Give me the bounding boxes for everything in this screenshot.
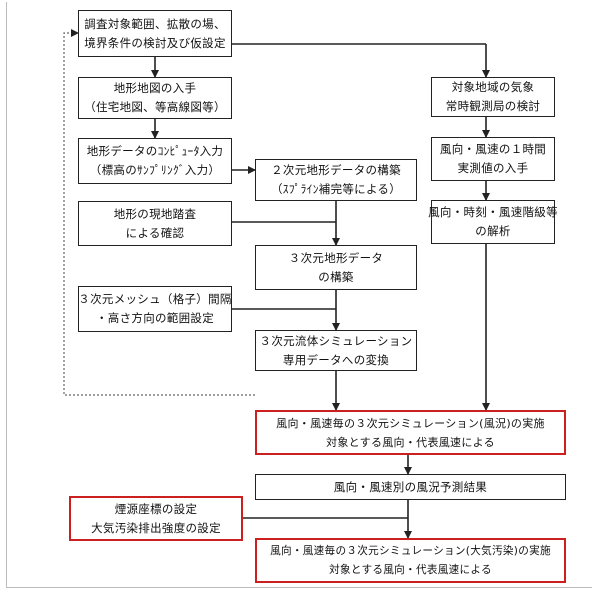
field-survey-box: 地形の現地踏査 による確認 <box>78 201 232 246</box>
wind-analysis-line-1: 風向・時刻・風速階級等 <box>428 205 558 219</box>
sim-wind-box: 風向・風速毎の３次元シミュレーション(風況)の実施 対象とする風向・代表風速によ… <box>255 410 566 455</box>
mesh-setting-box: ３次元メッシュ（格子）間隔 ・高さ方向の範囲設定 <box>78 286 232 332</box>
mesh-setting-line-2: ・高さ方向の範囲設定 <box>96 311 214 325</box>
topo-2d-box: ２次元地形データの構築 （ｽﾌﾟﾗｲﾝ補完等による） <box>255 159 417 201</box>
source-setting-box: 煙源座標の設定 大気汚染排出強度の設定 <box>69 496 243 541</box>
topo-2d-line-1: ２次元地形データの構築 <box>271 163 401 177</box>
weather-station-line-1: 対象地域の気象 <box>451 80 535 94</box>
sim-pollution-line-1: 風向・風速毎の３次元シミュレーション(大気汚染)の実施 <box>270 544 551 557</box>
diagram-frame <box>6 2 592 588</box>
feedback-loop-line <box>63 29 255 396</box>
sim-wind-line-1: 風向・風速毎の３次元シミュレーション(風況)の実施 <box>276 416 545 430</box>
mesh-setting-line-1: ３次元メッシュ（格子）間隔 <box>78 292 232 306</box>
weather-station-box: 対象地域の気象 常時観測局の検討 <box>431 77 555 117</box>
wind-data-line-1: 風向・風速の１時間 <box>439 142 547 156</box>
cfd-convert-box: ３次元流体シミュレーション 専用データへの変換 <box>255 330 417 371</box>
wind-analysis-box: 風向・時刻・風速階級等 の解析 <box>428 200 558 244</box>
topo-2d-line-2: （ｽﾌﾟﾗｲﾝ補完等による） <box>270 182 402 196</box>
wind-data-box: 風向・風速の１時間 実測値の入手 <box>431 137 555 181</box>
wind-result-label: 風向・風速別の風況予測結果 <box>333 479 488 494</box>
wind-analysis-line-2: の解析 <box>475 224 511 238</box>
survey-scope-line-2: 境界条件の検討及び仮設定 <box>84 35 226 50</box>
weather-station-line-2: 常時観測局の検討 <box>445 99 541 113</box>
topo-input-line-1: 地形データのｺﾝﾋﾟｭｰﾀ入力 <box>86 144 224 158</box>
topo-input-box: 地形データのｺﾝﾋﾟｭｰﾀ入力 （標高のｻﾝﾌﾟﾘﾝｸﾞ入力） <box>78 138 232 184</box>
topo-3d-line-1: ３次元地形データ <box>288 250 384 265</box>
topo-3d-box: ３次元地形データ の構築 <box>255 245 417 290</box>
wind-data-line-2: 実測値の入手 <box>457 161 529 175</box>
sim-pollution-line-2: 対象とする風向・代表風速による <box>329 563 492 576</box>
sim-pollution-box: 風向・風速毎の３次元シミュレーション(大気汚染)の実施 対象とする風向・代表風速… <box>255 538 566 583</box>
topo-input-line-2: （標高のｻﾝﾌﾟﾘﾝｸﾞ入力） <box>89 163 221 177</box>
source-setting-line-2: 大気汚染排出強度の設定 <box>91 520 221 535</box>
wind-result-box: 風向・風速別の風況予測結果 <box>255 474 566 500</box>
source-setting-line-1: 煙源座標の設定 <box>114 501 198 516</box>
topo-map-line-2: （住宅地図、等高線図等） <box>84 100 226 114</box>
topo-3d-line-2: の構築 <box>318 269 354 284</box>
field-survey-line-1: 地形の現地踏査 <box>113 206 197 221</box>
sim-wind-line-2: 対象とする風向・代表風速による <box>326 435 495 449</box>
cfd-convert-line-1: ３次元流体シミュレーション <box>259 333 413 348</box>
topo-map-box: 地形地図の入手 （住宅地図、等高線図等） <box>78 77 232 119</box>
field-survey-line-2: による確認 <box>125 225 185 240</box>
cfd-convert-line-2: 専用データへの変換 <box>282 352 390 367</box>
topo-map-line-1: 地形地図の入手 <box>113 81 197 95</box>
survey-scope-box: 調査対象範囲、拡散の場、 境界条件の検討及び仮設定 <box>78 10 232 57</box>
survey-scope-line-1: 調査対象範囲、拡散の場、 <box>84 16 226 31</box>
